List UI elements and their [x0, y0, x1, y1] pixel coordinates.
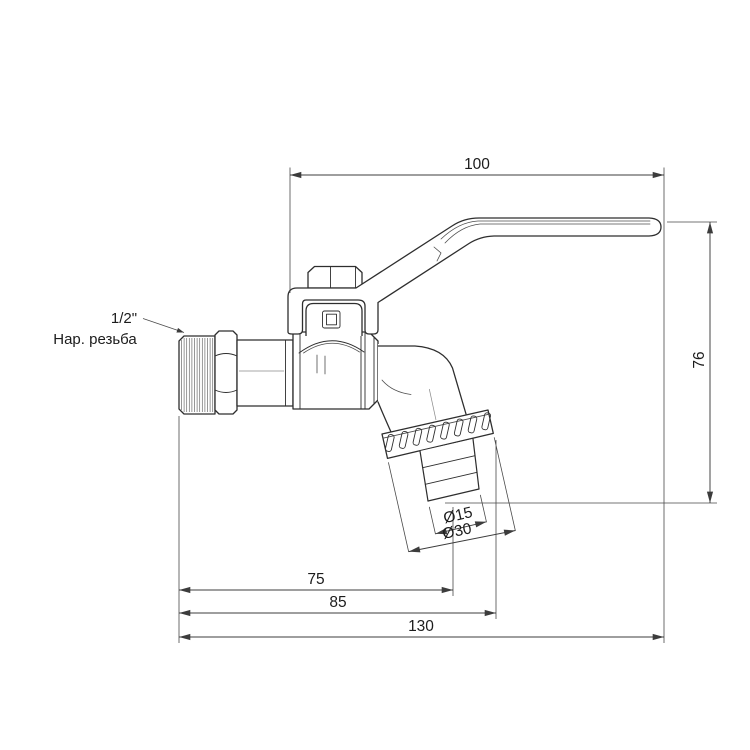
leader-line — [142, 318, 185, 333]
dim-100-text: 100 — [464, 156, 490, 173]
valve-body — [292, 331, 379, 410]
dim-75-text: 75 — [307, 571, 324, 588]
dim-d15-text: Ø15 — [442, 504, 474, 527]
hose-barb — [419, 438, 480, 502]
extension-lines — [178, 167, 717, 643]
valve-bonnet — [305, 302, 363, 336]
stem-square-outer — [322, 310, 341, 329]
inlet-tube — [236, 339, 294, 407]
dimension-100: 100 — [290, 156, 664, 179]
handle-nut — [307, 265, 363, 289]
dim-85-text: 85 — [329, 594, 346, 611]
cap-slots — [385, 412, 491, 452]
dim-130-text: 130 — [408, 618, 434, 635]
dimension-85: 85 — [179, 594, 496, 617]
inlet-thread — [178, 335, 216, 415]
stem-square-inner — [326, 313, 337, 326]
hose-cap-nut — [381, 409, 494, 460]
dim-d30-text: Ø30 — [441, 520, 474, 543]
thread-type-text: Нар. резьба — [53, 331, 137, 348]
dimension-75: 75 — [179, 571, 453, 594]
dimension-d30: Ø30 — [408, 520, 516, 553]
thread-size-text: 1/2" — [111, 310, 137, 327]
dimension-130: 130 — [179, 618, 664, 641]
inlet-hex-nut — [214, 330, 238, 415]
valve-handle — [287, 217, 662, 335]
thread-label: 1/2" Нар. резьба — [53, 310, 185, 348]
dim-76-text: 76 — [691, 351, 708, 368]
dimension-76: 76 — [691, 222, 714, 503]
